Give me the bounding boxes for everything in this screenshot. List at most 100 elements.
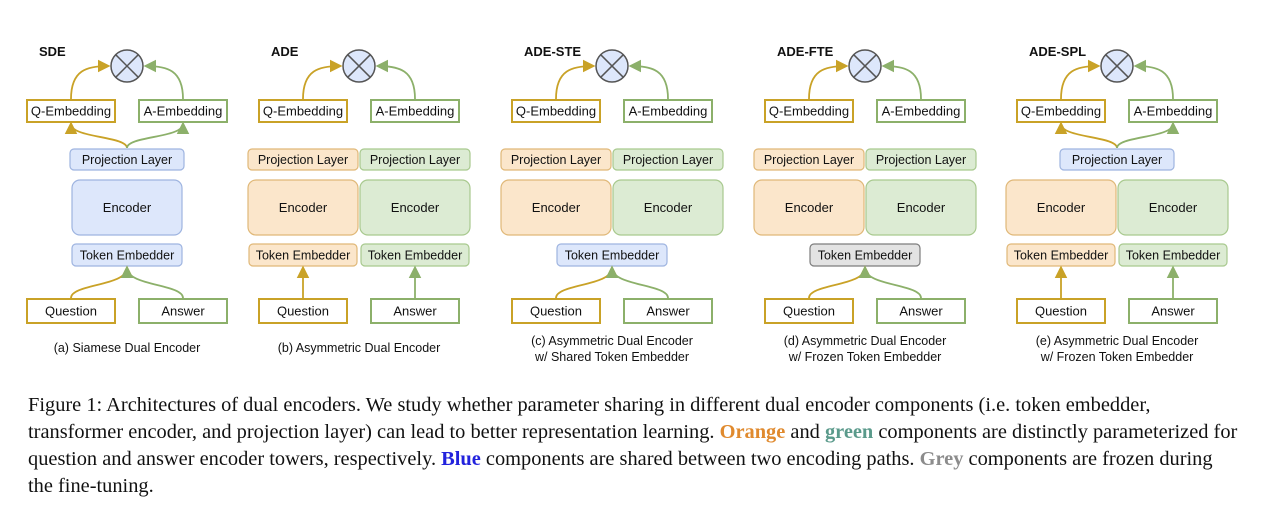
answer-input-label: Answer — [161, 304, 205, 319]
question-input-box — [258, 298, 348, 324]
question-input-label: Question — [45, 304, 97, 319]
encoder-a-box — [1117, 179, 1229, 236]
panel-ade-fte: ADE-FTE Q-Embedding A-EmbeddingProjection … — [753, 44, 977, 364]
panel-caption: w/ Frozen Token Embedder — [1040, 350, 1194, 364]
arrow-q-to-sim — [302, 59, 343, 100]
figure-caption: Figure 1: Architectures of dual encoders… — [28, 394, 1238, 497]
a-embedding-label: A-Embedding — [144, 104, 223, 119]
projection-layer-a-box — [359, 148, 471, 171]
encoder-a-label: Encoder — [897, 200, 946, 215]
q-embedding-label: Q-Embedding — [1021, 104, 1101, 119]
arrow-a-to-sim — [1133, 59, 1174, 100]
token-embedder-q-label: Token Embedder — [1014, 249, 1109, 263]
q-embedding-label: Q-Embedding — [769, 104, 849, 119]
encoder-q-label: Encoder — [1037, 200, 1086, 215]
answer-input-box — [876, 298, 966, 324]
panel-caption: w/ Frozen Token Embedder — [788, 350, 942, 364]
projection-layer-q-label: Projection Layer — [258, 153, 348, 167]
projection-layer-a-label: Projection Layer — [876, 153, 966, 167]
q-embedding-box — [258, 99, 348, 123]
token-embedder-a-label: Token Embedder — [1126, 249, 1221, 263]
arrow-q-to-sim — [1060, 59, 1101, 100]
encoder-a-label: Encoder — [391, 200, 440, 215]
arrow-answer-to-token — [120, 265, 184, 299]
answer-input-box — [138, 298, 228, 324]
encoder-q-box — [247, 179, 359, 236]
similarity-icon-cross — [115, 54, 139, 78]
grey-keyword: Grey — [919, 448, 964, 470]
token-embedder-label: Token Embedder — [565, 249, 660, 263]
arrow-proj-to-q — [1054, 121, 1118, 149]
arrow-a-to-sim — [881, 59, 922, 100]
a-embedding-box — [370, 99, 460, 123]
projection-layer-a-box — [612, 148, 724, 171]
similarity-icon-cross — [600, 54, 624, 78]
token-embedder-q-label: Token Embedder — [256, 249, 351, 263]
encoder-label: Encoder — [103, 200, 152, 215]
arrow-proj-to-a — [126, 121, 190, 149]
arrow-a-to-sim — [628, 59, 669, 100]
encoder-q-box — [1005, 179, 1117, 236]
projection-layer-box — [1059, 148, 1175, 171]
question-input-box — [511, 298, 601, 324]
encoder-a-label: Encoder — [1149, 200, 1198, 215]
projection-layer-q-box — [247, 148, 359, 171]
encoder-q-box — [500, 179, 612, 236]
encoder-box — [71, 179, 183, 236]
answer-input-label: Answer — [646, 304, 690, 319]
a-embedding-box — [623, 99, 713, 123]
token-embedder-label: Token Embedder — [818, 249, 913, 263]
encoder-a-box — [612, 179, 724, 236]
a-embedding-box — [876, 99, 966, 123]
a-embedding-label: A-Embedding — [882, 104, 961, 119]
projection-layer-box — [69, 148, 185, 171]
panel-caption: (b) Asymmetric Dual Encoder — [278, 341, 441, 355]
q-embedding-box — [511, 99, 601, 123]
blue-keyword: Blue — [441, 448, 481, 470]
projection-layer-label: Projection Layer — [1072, 153, 1162, 167]
projection-layer-q-label: Projection Layer — [511, 153, 601, 167]
question-input-label: Question — [783, 304, 835, 319]
similarity-icon-cross — [853, 54, 877, 78]
projection-layer-q-box — [500, 148, 612, 171]
encoder-a-box — [359, 179, 471, 236]
panel-caption: (c) Asymmetric Dual Encoder — [531, 334, 693, 348]
q-embedding-label: Q-Embedding — [31, 104, 111, 119]
panel-title: SDE — [39, 44, 66, 59]
similarity-icon-cross — [347, 54, 371, 78]
panel-caption: (a) Siamese Dual Encoder — [54, 341, 201, 355]
projection-layer-a-label: Projection Layer — [623, 153, 713, 167]
panel-title: ADE-SPL — [1029, 44, 1086, 59]
q-embedding-box — [764, 99, 854, 123]
answer-input-box — [623, 298, 713, 324]
question-input-box — [26, 298, 116, 324]
token-embedder-a-label: Token Embedder — [368, 249, 463, 263]
arrow-answer-to-token — [605, 265, 669, 299]
answer-input-label: Answer — [899, 304, 943, 319]
green-keyword: green — [824, 421, 874, 443]
panel-title: ADE-STE — [524, 44, 581, 59]
q-embedding-label: Q-Embedding — [263, 104, 343, 119]
answer-input-label: Answer — [393, 304, 437, 319]
encoder-a-box — [865, 179, 977, 236]
arrow-q-to-sim — [70, 59, 111, 100]
panel-title: ADE — [271, 44, 299, 59]
projection-layer-q-label: Projection Layer — [764, 153, 854, 167]
arrow-a-to-sim — [143, 59, 184, 100]
projection-layer-a-box — [865, 148, 977, 171]
projection-layer-a-label: Projection Layer — [370, 153, 460, 167]
answer-input-label: Answer — [1151, 304, 1195, 319]
arrow-proj-to-q — [64, 121, 128, 149]
panel-title: ADE-FTE — [777, 44, 834, 59]
arrow-proj-to-a — [1116, 121, 1180, 149]
arrow-q-to-sim — [808, 59, 849, 100]
encoder-q-label: Encoder — [532, 200, 581, 215]
question-input-label: Question — [277, 304, 329, 319]
q-embedding-label: Q-Embedding — [516, 104, 596, 119]
question-input-label: Question — [1035, 304, 1087, 319]
